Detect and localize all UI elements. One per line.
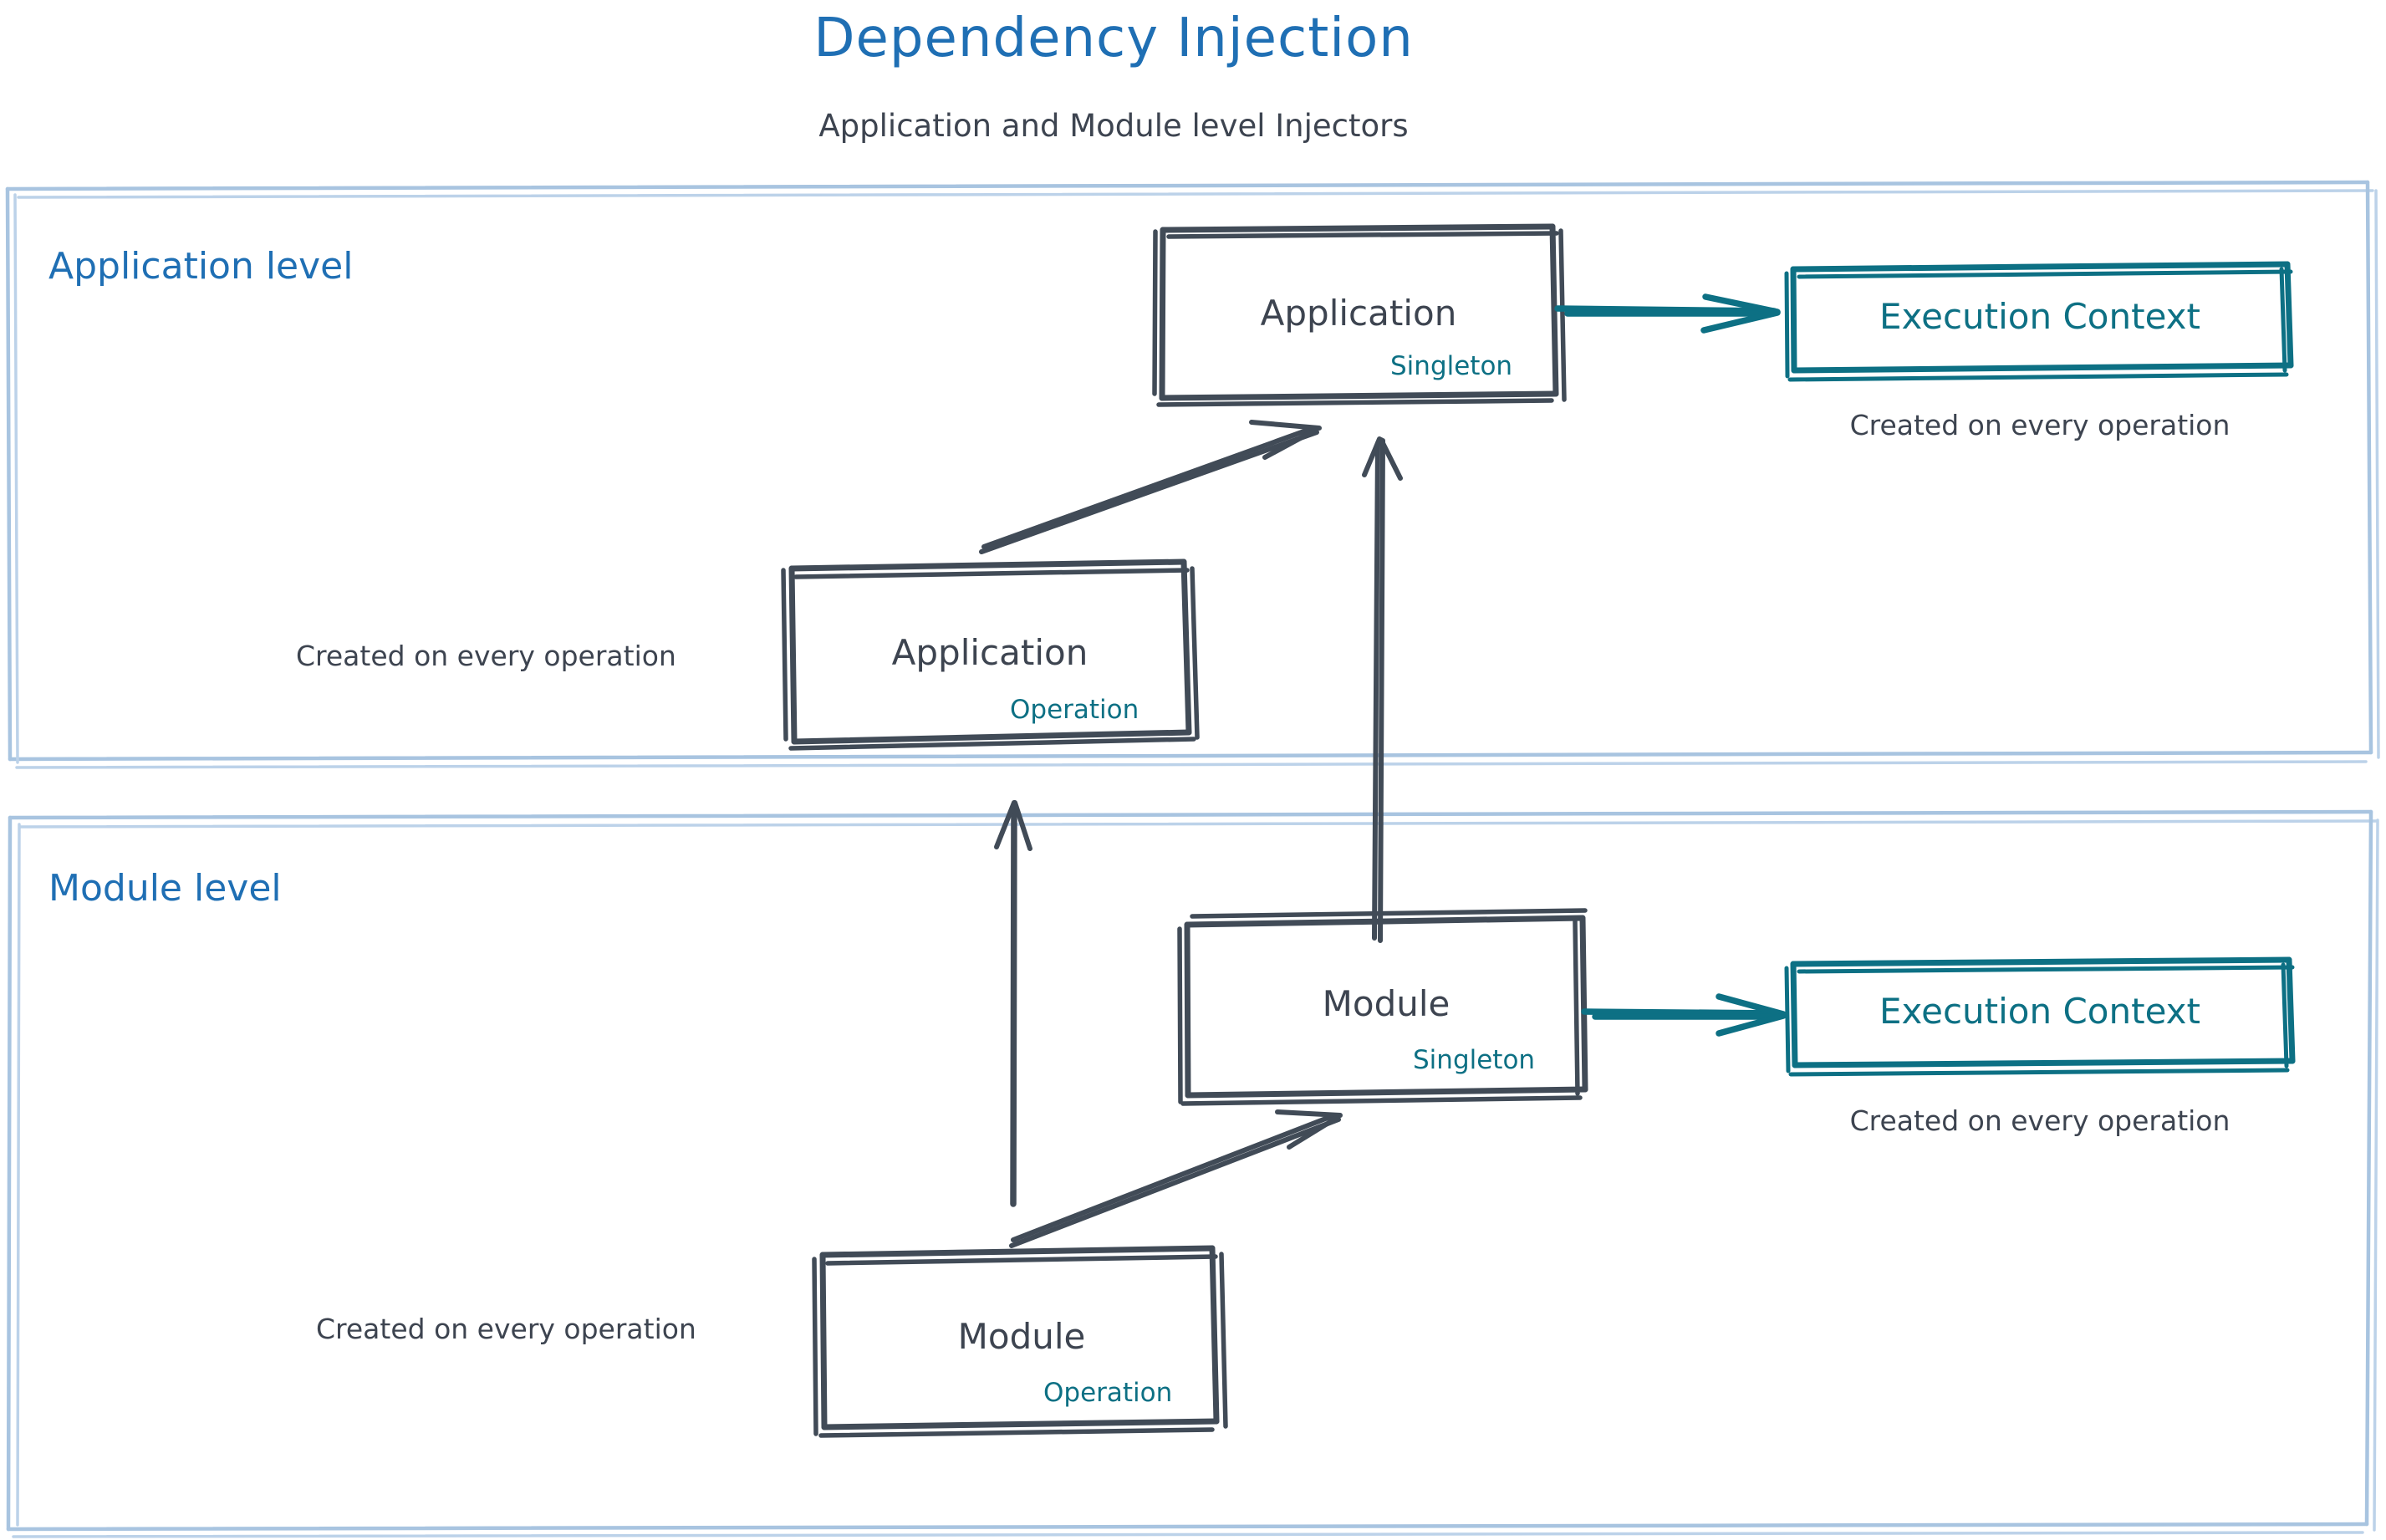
context-application-execution-context-label: Execution Context: [1879, 296, 2200, 337]
node-module-operation-scope: Operation: [1043, 1378, 1173, 1408]
context-module-execution-context-caption: Created on every operation: [1849, 1104, 2231, 1137]
edge-module-singleton-to-module-context: [1581, 993, 1787, 1037]
panel-module-level-frame: [6, 809, 2379, 1538]
edge-module-singleton-to-app-singleton: [1362, 436, 1403, 943]
note-module-operation: Created on every operation: [316, 1313, 696, 1345]
edge-module-operation-to-module-singleton: [1009, 1109, 1343, 1248]
panel-label-application-level: Application level: [48, 245, 354, 288]
node-application-singleton-frame[interactable]: [1152, 223, 1567, 407]
node-application-singleton-scope: Singleton: [1390, 351, 1513, 381]
node-application-operation-scope: Operation: [1010, 695, 1139, 725]
note-application-operation: Created on every operation: [296, 640, 676, 672]
node-application-singleton-title: Application: [1260, 293, 1457, 334]
node-application-operation-title: Application: [891, 632, 1088, 673]
node-module-operation-frame[interactable]: [812, 1245, 1228, 1438]
edge-app-singleton-to-app-context: [1554, 293, 1781, 334]
node-module-singleton-scope: Singleton: [1413, 1045, 1536, 1075]
node-module-operation-title: Module: [957, 1316, 1086, 1357]
panel-label-module-level: Module level: [48, 867, 282, 910]
context-module-execution-context-frame[interactable]: [1784, 956, 2296, 1077]
context-application-execution-context-caption: Created on every operation: [1849, 409, 2231, 441]
page-title: Dependency Injection: [813, 8, 1414, 69]
node-module-singleton-title: Module: [1322, 983, 1450, 1024]
panel-application-level-frame: [5, 180, 2380, 769]
page-subtitle: Application and Module level Injectors: [818, 108, 1409, 144]
edge-module-operation-to-app-operation: [994, 800, 1032, 1207]
node-module-singleton-frame[interactable]: [1177, 908, 1588, 1106]
context-module-execution-context-label: Execution Context: [1879, 991, 2200, 1032]
edge-app-operation-to-app-singleton: [979, 420, 1322, 554]
node-application-operation-frame[interactable]: [781, 558, 1200, 751]
context-application-execution-context-frame[interactable]: [1784, 261, 2294, 382]
